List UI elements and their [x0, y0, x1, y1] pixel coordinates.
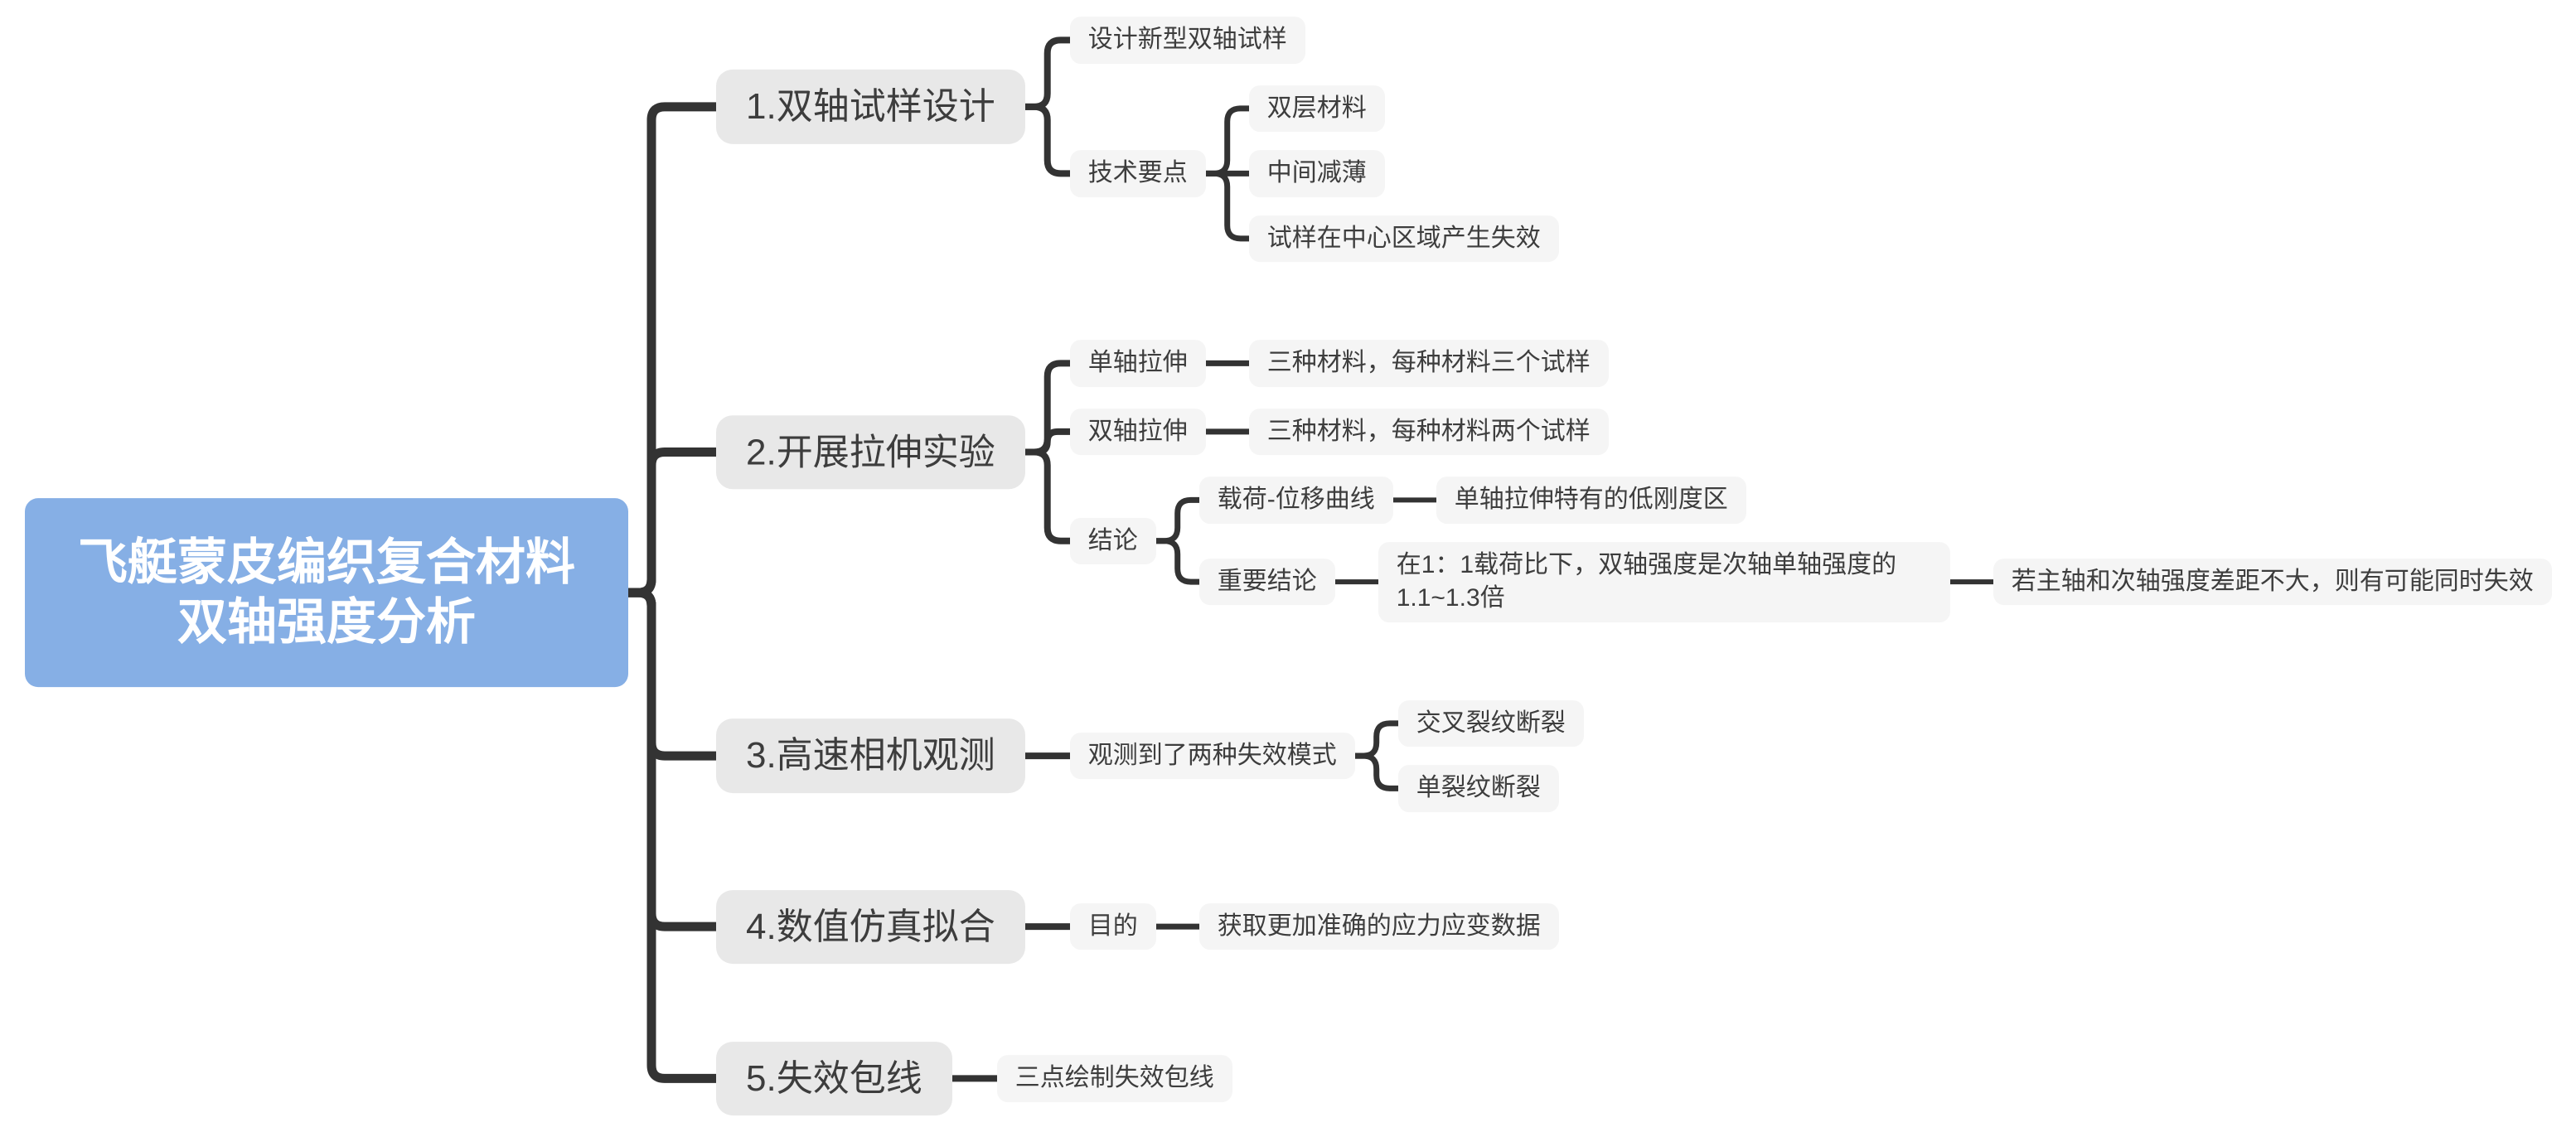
- subtree: 5.失效包线三点绘制失效包线: [716, 1041, 2552, 1115]
- sub-topic[interactable]: 技术要点: [1069, 150, 1206, 197]
- subtree: 双轴拉伸三种材料，每种材料两个试样: [1069, 408, 2552, 456]
- subtree: 单轴拉伸特有的低刚度区: [1436, 477, 1746, 524]
- children-group: 单轴拉伸三种材料，每种材料三个试样双轴拉伸三种材料，每种材料两个试样结论载荷-位…: [1069, 340, 2552, 622]
- sub-topic[interactable]: 目的: [1069, 902, 1156, 951]
- subtree: 4.数值仿真拟合目的获取更加准确的应力应变数据: [716, 889, 2552, 964]
- children-group: 单轴拉伸特有的低刚度区: [1436, 477, 1746, 524]
- subtree: 三点绘制失效包线: [996, 1055, 1232, 1102]
- sub-topic[interactable]: 交叉裂纹断裂: [1397, 699, 1584, 747]
- sub-topic[interactable]: 设计新型双轴试样: [1069, 17, 1305, 64]
- subtree: 设计新型双轴试样: [1069, 17, 1559, 64]
- sub-topic[interactable]: 试样在中心区域产生失效: [1248, 215, 1559, 263]
- sub-topic[interactable]: 三种材料，每种材料三个试样: [1248, 340, 1609, 387]
- subtree: 在1：1载荷比下，双轴强度是次轴单轴强度的1.1~1.3倍若主轴和次轴强度差距不…: [1378, 541, 2552, 622]
- subtree: 1.双轴试样设计设计新型双轴试样技术要点双层材料中间减薄试样在中心区域产生失效: [716, 17, 2552, 263]
- children-group: 在1：1载荷比下，双轴强度是次轴单轴强度的1.1~1.3倍若主轴和次轴强度差距不…: [1378, 541, 2552, 622]
- subtree: 中间减薄: [1248, 150, 1559, 197]
- sub-topic[interactable]: 单轴拉伸特有的低刚度区: [1436, 477, 1746, 524]
- sub-topic[interactable]: 单轴拉伸: [1069, 340, 1206, 387]
- sub-topic[interactable]: 三种材料，每种材料两个试样: [1248, 408, 1609, 456]
- subtree: 技术要点双层材料中间减薄试样在中心区域产生失效: [1069, 85, 1559, 263]
- sub-topic[interactable]: 双层材料: [1248, 85, 1385, 133]
- sub-topic[interactable]: 在1：1载荷比下，双轴强度是次轴单轴强度的1.1~1.3倍: [1378, 541, 1950, 622]
- subtree: 单轴拉伸三种材料，每种材料三个试样: [1069, 340, 2552, 387]
- children-group: 双层材料中间减薄试样在中心区域产生失效: [1248, 85, 1559, 263]
- children-group: 设计新型双轴试样技术要点双层材料中间减薄试样在中心区域产生失效: [1069, 17, 1559, 263]
- subtree: 获取更加准确的应力应变数据: [1198, 902, 1559, 951]
- sub-topic[interactable]: 三点绘制失效包线: [996, 1055, 1232, 1102]
- main-topic-2[interactable]: 2.开展拉伸实验: [716, 414, 1025, 490]
- sub-topic[interactable]: 获取更加准确的应力应变数据: [1198, 902, 1559, 951]
- sub-topic[interactable]: 双轴拉伸: [1069, 408, 1206, 456]
- children-group: 1.双轴试样设计设计新型双轴试样技术要点双层材料中间减薄试样在中心区域产生失效 2…: [716, 17, 2552, 1115]
- sub-topic[interactable]: 中间减薄: [1248, 150, 1385, 197]
- sub-topic[interactable]: 重要结论: [1198, 558, 1335, 606]
- subtree: 3.高速相机观测观测到了两种失效模式交叉裂纹断裂单裂纹断裂: [716, 699, 2552, 812]
- children-group: 获取更加准确的应力应变数据: [1198, 902, 1559, 951]
- subtree: 交叉裂纹断裂: [1397, 699, 1584, 747]
- main-topic-3[interactable]: 3.高速相机观测: [716, 718, 1025, 793]
- children-group: 观测到了两种失效模式交叉裂纹断裂单裂纹断裂: [1069, 699, 1584, 812]
- children-group: 三种材料，每种材料三个试样: [1248, 340, 1609, 387]
- children-group: 交叉裂纹断裂单裂纹断裂: [1397, 699, 1584, 812]
- main-topic-1[interactable]: 1.双轴试样设计: [716, 70, 1025, 144]
- children-group: 载荷-位移曲线单轴拉伸特有的低刚度区重要结论在1：1载荷比下，双轴强度是次轴单轴…: [1198, 477, 2552, 622]
- sub-topic[interactable]: 载荷-位移曲线: [1198, 477, 1393, 524]
- subtree: 三种材料，每种材料三个试样: [1248, 340, 1609, 387]
- subtree: 试样在中心区域产生失效: [1248, 215, 1559, 263]
- subtree: 2.开展拉伸实验单轴拉伸三种材料，每种材料三个试样双轴拉伸三种材料，每种材料两个…: [716, 340, 2552, 622]
- subtree: 结论载荷-位移曲线单轴拉伸特有的低刚度区重要结论在1：1载荷比下，双轴强度是次轴…: [1069, 477, 2552, 622]
- subtree: 三种材料，每种材料两个试样: [1248, 408, 1609, 456]
- children-group: 目的获取更加准确的应力应变数据: [1069, 902, 1559, 951]
- sub-topic[interactable]: 若主轴和次轴强度差距不大，则有可能同时失效: [1993, 558, 2552, 606]
- sub-topic[interactable]: 结论: [1069, 517, 1156, 564]
- subtree: 双层材料: [1248, 85, 1559, 133]
- children-group: 三种材料，每种材料两个试样: [1248, 408, 1609, 456]
- subtree: 单裂纹断裂: [1397, 765, 1584, 812]
- subtree: 目的获取更加准确的应力应变数据: [1069, 902, 1559, 951]
- main-topic-5[interactable]: 5.失效包线: [716, 1041, 952, 1115]
- sub-topic[interactable]: 观测到了两种失效模式: [1069, 732, 1355, 780]
- subtree: 若主轴和次轴强度差距不大，则有可能同时失效: [1993, 558, 2552, 606]
- central-topic[interactable]: 飞艇蒙皮编织复合材料 双轴强度分析: [25, 498, 628, 688]
- main-topic-4[interactable]: 4.数值仿真拟合: [716, 889, 1025, 964]
- children-group: 三点绘制失效包线: [996, 1055, 1232, 1102]
- subtree: 重要结论在1：1载荷比下，双轴强度是次轴单轴强度的1.1~1.3倍若主轴和次轴强…: [1198, 541, 2552, 622]
- sub-topic[interactable]: 单裂纹断裂: [1397, 765, 1559, 812]
- subtree: 观测到了两种失效模式交叉裂纹断裂单裂纹断裂: [1069, 699, 1584, 812]
- children-group: 若主轴和次轴强度差距不大，则有可能同时失效: [1993, 558, 2552, 606]
- subtree: 载荷-位移曲线单轴拉伸特有的低刚度区: [1198, 477, 2552, 524]
